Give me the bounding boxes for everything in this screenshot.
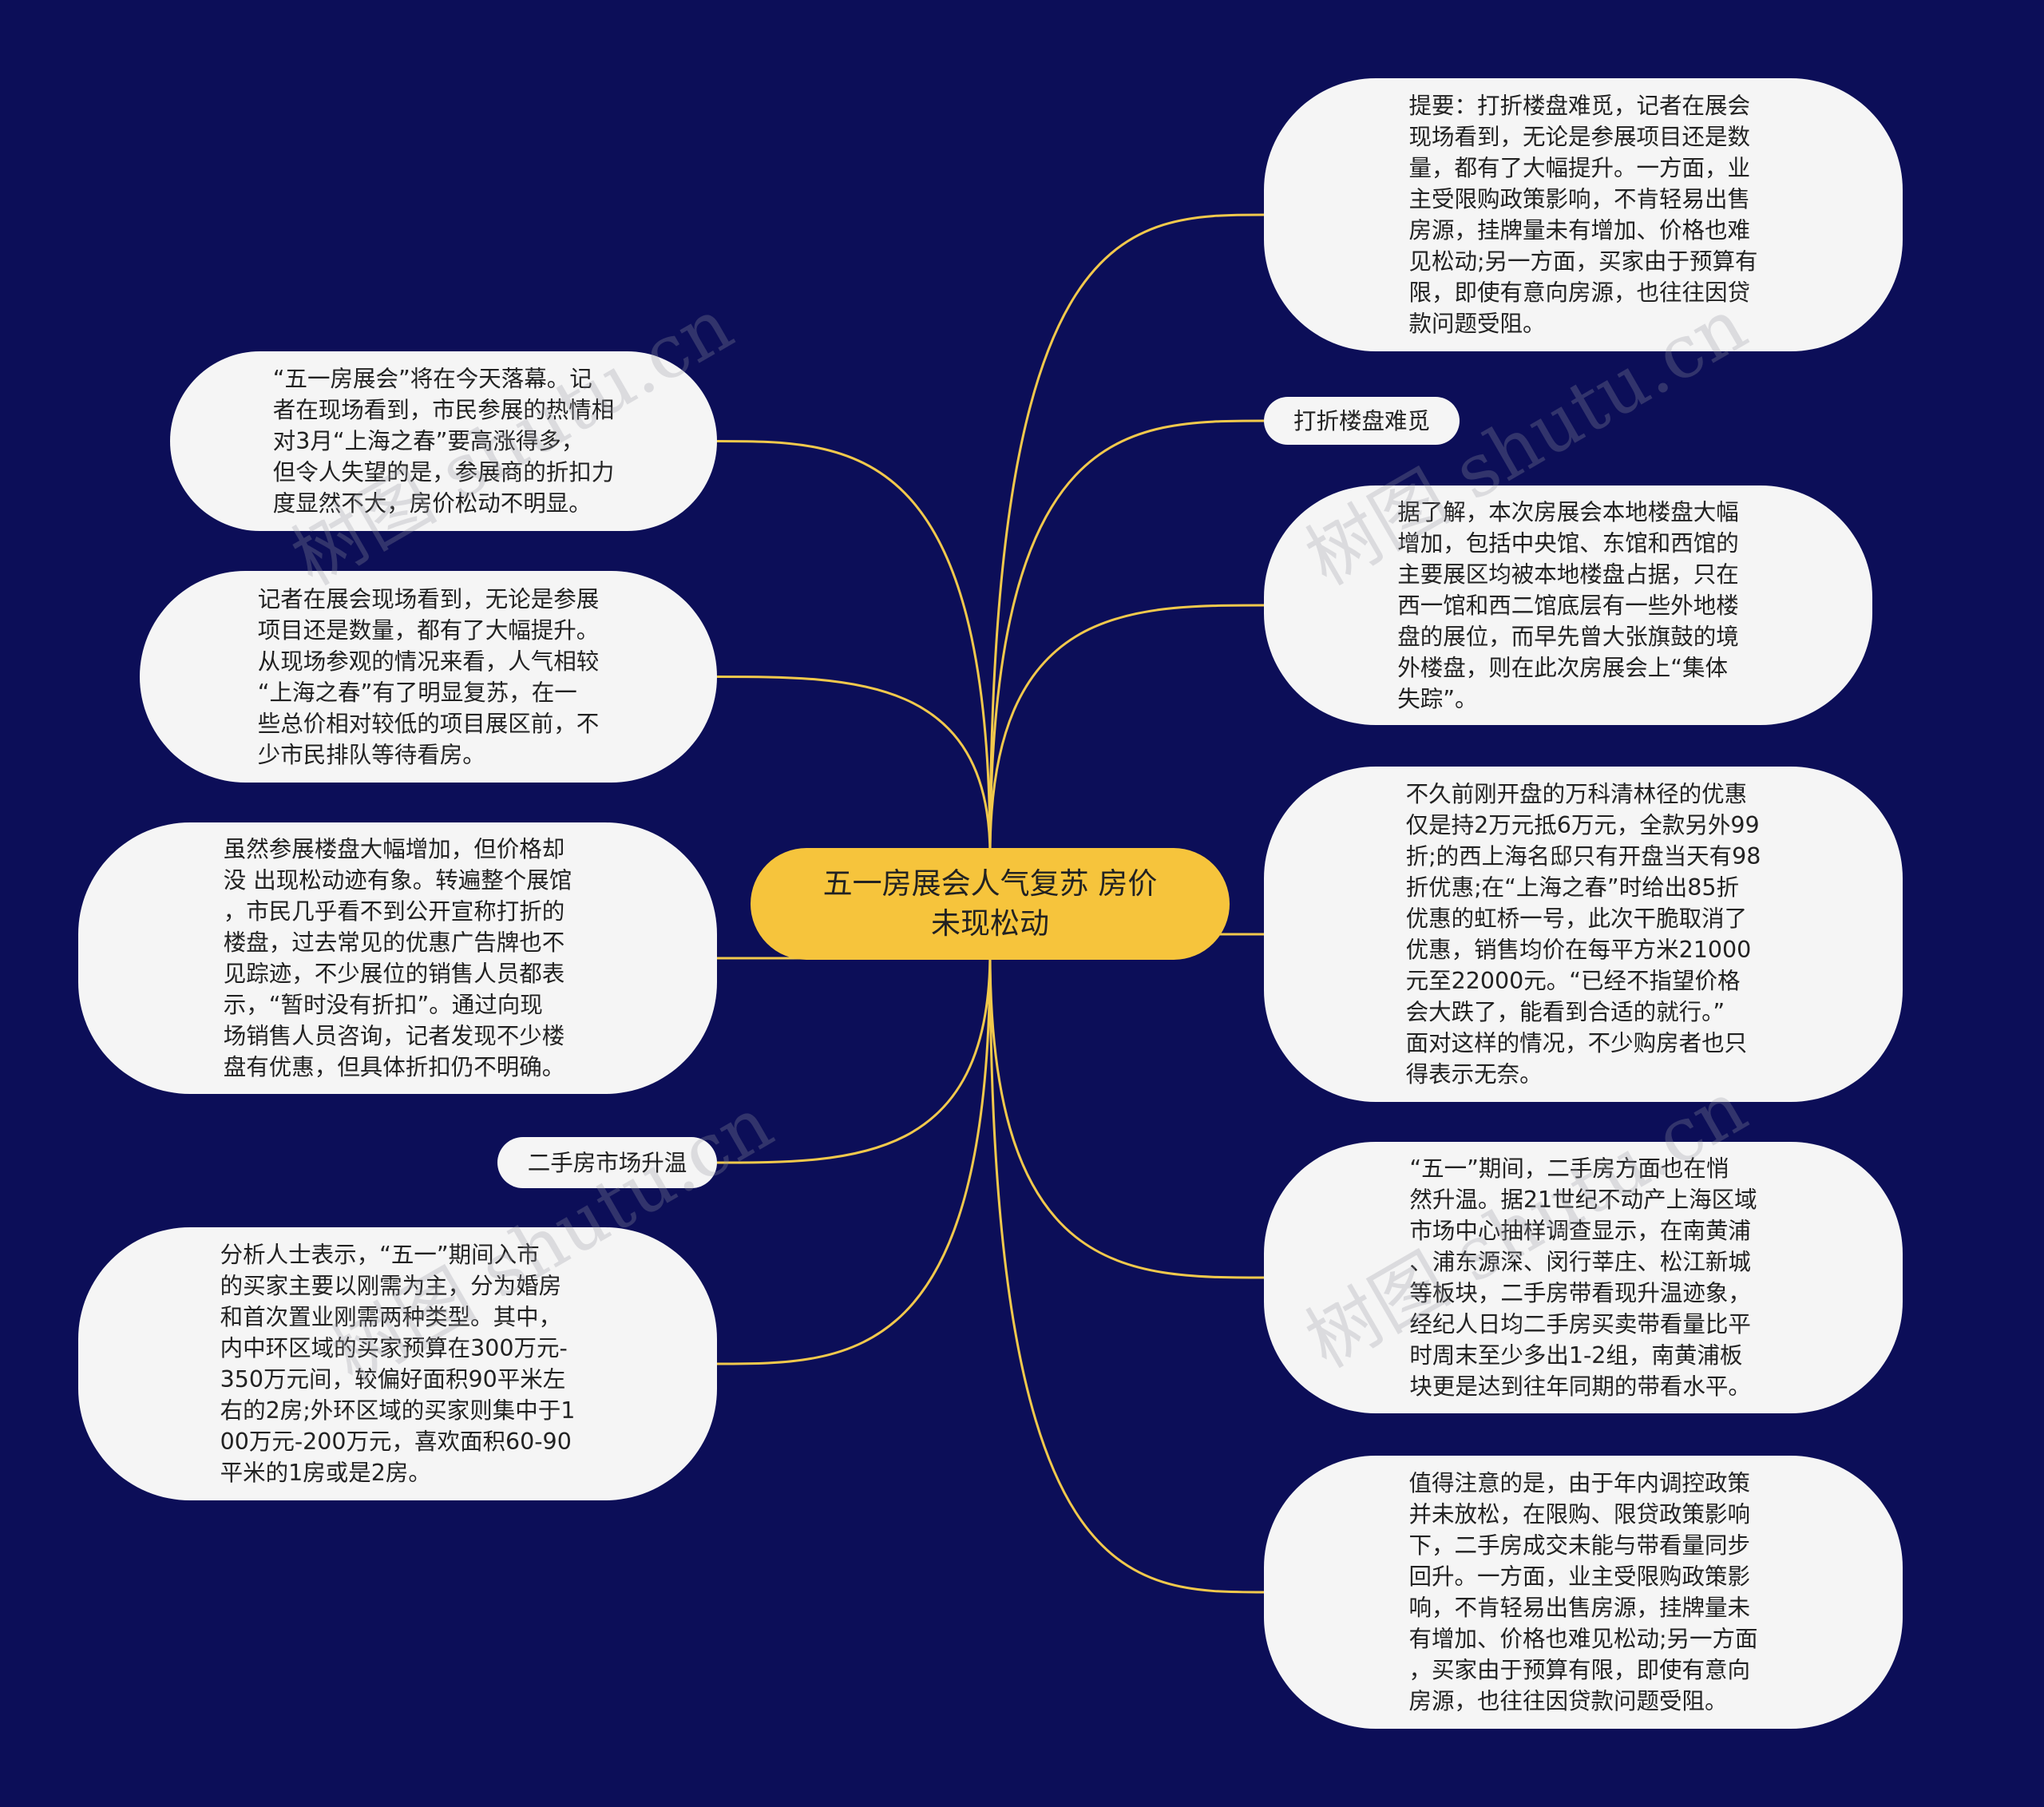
connector-right-3 [988,604,1265,857]
topic-node-left-4[interactable]: 二手房市场升温 [497,1137,717,1188]
topic-text: 不久前刚开盘的万科清林径的优惠 仅是持2万元抵6万元，全款另外99 折;的西上海… [1405,781,1761,1088]
topic-text: 记者在展会现场看到，无论是参展 项目还是数量，都有了大幅提升。 从现场参观的情况… [257,585,600,768]
topic-node-left-5[interactable]: 分析人士表示，“五一”期间入市 的买家主要以刚需为主，分为婚房 和首次置业刚需两… [78,1227,717,1500]
topic-node-right-2[interactable]: 打折楼盘难觅 [1264,397,1460,445]
topic-text: 分析人士表示，“五一”期间入市 的买家主要以刚需为主，分为婚房 和首次置业刚需两… [220,1242,576,1486]
connector-left-4 [716,951,992,1164]
topic-node-right-6[interactable]: 值得注意的是，由于年内调控政策 并未放松，在限购、限贷政策影响 下，二手房成交未… [1264,1456,1903,1729]
topic-node-left-3[interactable]: 虽然参展楼盘大幅增加，但价格却 没 出现松动迹有象。转遍整个展馆 ，市民几乎看不… [78,822,717,1094]
topic-node-right-1[interactable]: 提要：打折楼盘难觅，记者在展会 现场看到，无论是参展项目还是数 量，都有了大幅提… [1264,78,1903,351]
root-topic[interactable]: 五一房展会人气复苏 房价 未现松动 [751,848,1230,960]
connector-left-1 [716,440,992,857]
topic-text: “五一”期间，二手房方面也在悄 然升温。据21世纪不动产上海区域 市场中心抽样调… [1409,1155,1757,1400]
topic-text: 二手房市场升温 [527,1149,687,1176]
topic-text: “五一房展会”将在今天落幕。记 者在现场看到，市民参展的热情相 对3月“上海之春… [272,366,615,517]
topic-text: 虽然参展楼盘大幅增加，但价格却 没 出现松动迹有象。转遍整个展馆 ，市民几乎看不… [223,836,572,1080]
connector-right-2 [988,419,1265,857]
topic-node-left-2[interactable]: 记者在展会现场看到，无论是参展 项目还是数量，都有了大幅提升。 从现场参观的情况… [140,571,717,783]
topic-node-left-1[interactable]: “五一房展会”将在今天落幕。记 者在现场看到，市民参展的热情相 对3月“上海之春… [170,351,717,531]
topic-text: 打折楼盘难觅 [1293,407,1430,434]
connector-right-5 [988,951,1265,1279]
connector-left-5 [716,951,992,1365]
topic-node-right-3[interactable]: 据了解，本次房展会本地楼盘大幅 增加，包括中央馆、东馆和西馆的 主要展区均被本地… [1264,485,1872,725]
topic-text: 提要：打折楼盘难觅，记者在展会 现场看到，无论是参展项目还是数 量，都有了大幅提… [1408,93,1758,337]
topic-text: 值得注意的是，由于年内调控政策 并未放松，在限购、限贷政策影响 下，二手房成交未… [1408,1470,1758,1714]
connector-right-1 [988,213,1265,857]
topic-text: 据了解，本次房展会本地楼盘大幅 增加，包括中央馆、东馆和西馆的 主要展区均被本地… [1397,498,1739,712]
topic-node-right-5[interactable]: “五一”期间，二手房方面也在悄 然升温。据21世纪不动产上海区域 市场中心抽样调… [1264,1142,1903,1413]
connector-left-2 [716,676,992,857]
topic-node-right-4[interactable]: 不久前刚开盘的万科清林径的优惠 仅是持2万元抵6万元，全款另外99 折;的西上海… [1264,767,1903,1102]
connector-right-6 [988,951,1265,1594]
